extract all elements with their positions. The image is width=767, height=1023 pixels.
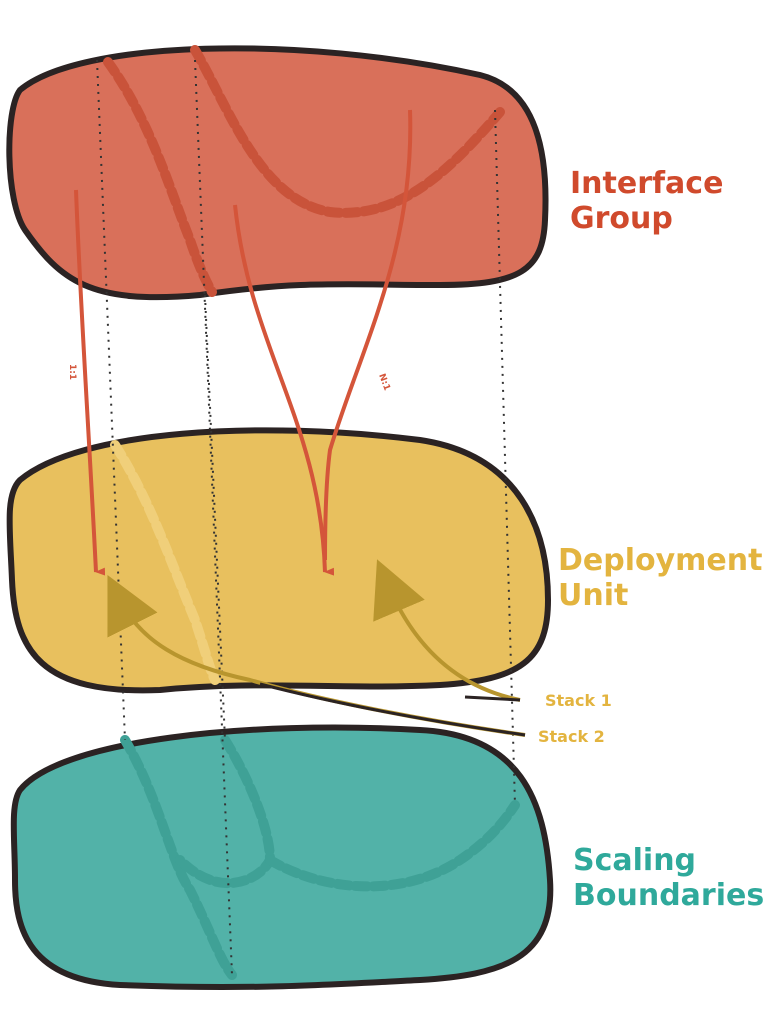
interface-group-title-2: Group bbox=[570, 201, 673, 236]
n-to-one-label: N:1 bbox=[376, 372, 391, 392]
one-to-one-label: 1:1 bbox=[67, 364, 77, 380]
deployment-boundary-line bbox=[110, 440, 220, 685]
projection-dotted-lines bbox=[96, 59, 516, 976]
stack-1-label: Stack 1 bbox=[545, 691, 612, 710]
scaling-boundary-lines bbox=[120, 735, 520, 980]
stack-arrows bbox=[107, 559, 526, 737]
interface-group-title-1: Interface bbox=[570, 166, 723, 201]
stack-2-label: Stack 2 bbox=[538, 727, 605, 746]
interface-group-blob bbox=[6, 45, 549, 301]
scaling-boundaries-title-1: Scaling bbox=[573, 843, 696, 878]
mapping-arrows bbox=[74, 109, 413, 576]
scaling-boundaries-title-2: Boundaries bbox=[573, 878, 764, 913]
deployment-unit-title-2: Unit bbox=[558, 578, 628, 613]
deployment-unit-title-1: Deployment bbox=[558, 543, 762, 578]
